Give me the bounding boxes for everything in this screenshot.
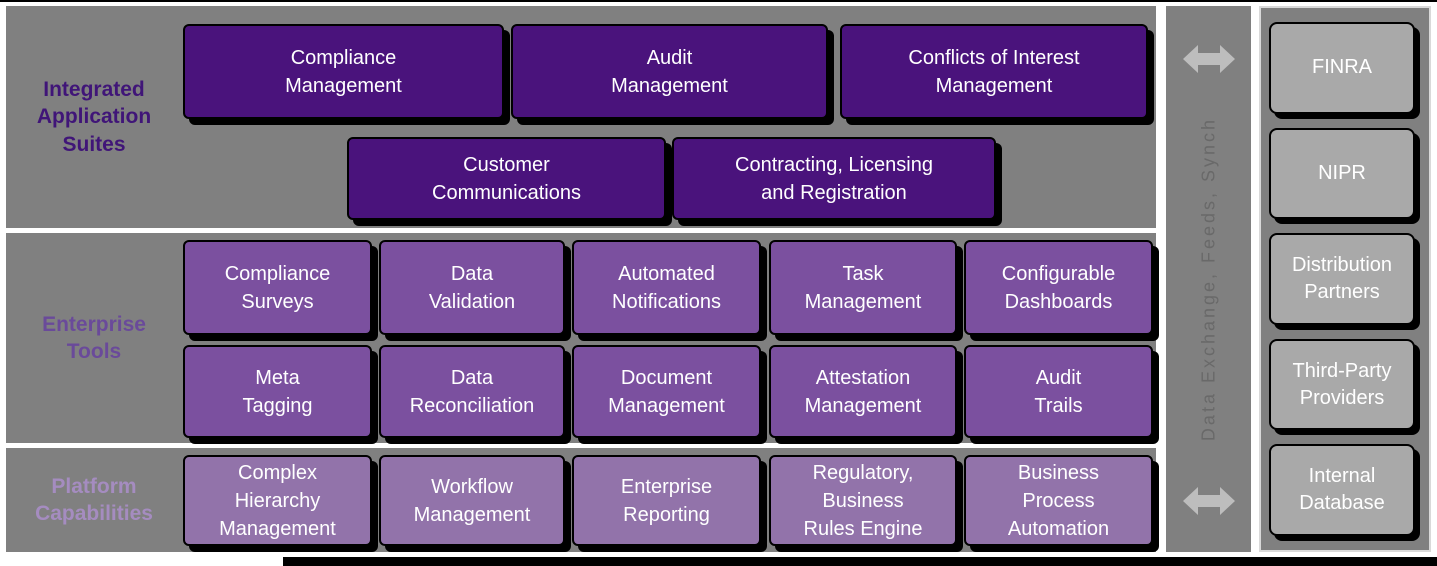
tool-box-data-validation: Data Validation: [379, 240, 565, 335]
external-box-internal-database: Internal Database: [1269, 444, 1415, 536]
integration-connector-strip: Data Exchange, Feeds, Synch: [1166, 6, 1251, 552]
suite-box-compliance-management: Compliance Management: [183, 24, 504, 119]
tool-box-configurable-dashboards: Configurable Dashboards: [964, 240, 1153, 335]
sync-double-arrow-top-icon: [1182, 42, 1235, 81]
tool-box-automated-notifications: Automated Notifications: [572, 240, 761, 335]
suite-box-audit-management: Audit Management: [511, 24, 828, 119]
tool-box-compliance-surveys: Compliance Surveys: [183, 240, 372, 335]
platform-box-business-process-automation: Business Process Automation: [964, 455, 1153, 546]
top-border: [0, 0, 1437, 2]
panel-external-systems: FINRA NIPR Distribution Partners Third-P…: [1259, 6, 1431, 552]
section-label-platform-capabilities: Platform Capabilities: [35, 474, 153, 525]
tool-box-attestation-management: Attestation Management: [769, 345, 957, 438]
platform-box-workflow-management: Workflow Management: [379, 455, 565, 546]
tool-box-audit-trails: Audit Trails: [964, 345, 1153, 438]
bottom-shadow-bar: [283, 557, 1437, 566]
tool-box-data-reconciliation: Data Reconciliation: [379, 345, 565, 438]
panel-integrated-application-suites: Integrated Application Suites Compliance…: [6, 6, 1156, 228]
platform-box-complex-hierarchy-management: Complex Hierarchy Management: [183, 455, 372, 546]
suite-box-contracting-licensing-registration: Contracting, Licensing and Registration: [672, 137, 996, 220]
tool-box-meta-tagging: Meta Tagging: [183, 345, 372, 438]
platform-box-regulatory-business-rules-engine: Regulatory, Business Rules Engine: [769, 455, 957, 546]
panel-enterprise-tools: Enterprise Tools Compliance Surveys Data…: [6, 233, 1156, 443]
external-box-nipr: NIPR: [1269, 127, 1415, 220]
suite-box-customer-communications: Customer Communications: [347, 137, 666, 220]
platform-box-enterprise-reporting: Enterprise Reporting: [572, 455, 761, 546]
panel-platform-capabilities: Platform Capabilities Complex Hierarchy …: [6, 448, 1156, 552]
tool-box-document-management: Document Management: [572, 345, 761, 438]
sync-double-arrow-bottom-icon: [1182, 484, 1235, 523]
suite-box-conflicts-of-interest-management: Conflicts of Interest Management: [840, 24, 1148, 119]
section-label-integrated-application-suites: Integrated Application Suites: [36, 78, 152, 156]
section-label-enterprise-tools: Enterprise Tools: [42, 312, 146, 363]
connector-vertical-label: Data Exchange, Feeds, Synch: [1198, 116, 1218, 442]
tool-box-task-management: Task Management: [769, 240, 957, 335]
external-box-third-party-providers: Third-Party Providers: [1269, 338, 1415, 431]
external-box-distribution-partners: Distribution Partners: [1269, 233, 1415, 325]
external-box-finra: FINRA: [1269, 22, 1415, 114]
